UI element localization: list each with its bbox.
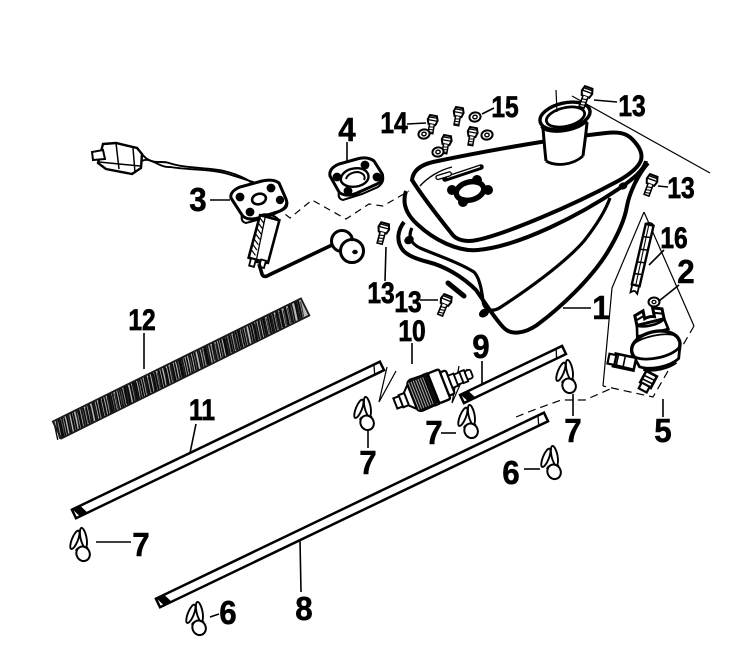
svg-text:8: 8	[295, 590, 312, 627]
svg-text:7: 7	[132, 526, 149, 563]
svg-text:11: 11	[189, 393, 215, 427]
svg-text:13: 13	[618, 89, 645, 123]
svg-text:6: 6	[219, 594, 236, 631]
svg-text:10: 10	[398, 314, 425, 348]
svg-text:4: 4	[338, 111, 356, 148]
svg-text:5: 5	[654, 412, 671, 449]
svg-text:7: 7	[564, 412, 581, 449]
svg-text:6: 6	[502, 454, 519, 491]
svg-text:13: 13	[667, 171, 694, 205]
svg-text:16: 16	[660, 221, 687, 255]
svg-text:9: 9	[472, 328, 489, 365]
svg-text:13: 13	[394, 285, 421, 319]
svg-text:13: 13	[367, 276, 394, 310]
svg-text:14: 14	[380, 106, 408, 140]
svg-text:1: 1	[592, 289, 609, 326]
svg-text:3: 3	[189, 181, 206, 218]
svg-text:15: 15	[491, 90, 518, 124]
svg-text:2: 2	[677, 253, 694, 290]
svg-text:7: 7	[359, 444, 376, 481]
svg-text:12: 12	[128, 303, 155, 337]
svg-text:7: 7	[425, 414, 442, 451]
